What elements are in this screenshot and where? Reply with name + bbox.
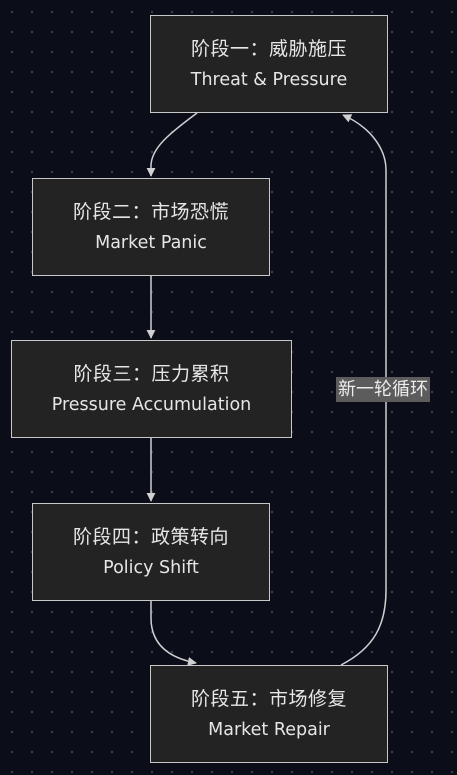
stage-5-title-en: Market Repair — [208, 719, 330, 740]
stage-4-title-en: Policy Shift — [103, 557, 199, 578]
stage-3-title-en: Pressure Accumulation — [51, 394, 252, 415]
stage-1-title-zh: 阶段一：威胁施压 — [190, 37, 347, 60]
stage-3-node: 阶段三：压力累积 Pressure Accumulation — [11, 340, 292, 438]
stage-4-title-zh: 阶段四：政策转向 — [72, 525, 229, 548]
stage-1-node: 阶段一：威胁施压 Threat & Pressure — [150, 15, 388, 113]
stage-4-node: 阶段四：政策转向 Policy Shift — [32, 503, 270, 601]
stage-5-title-zh: 阶段五：市场修复 — [190, 687, 347, 710]
stage-5-node: 阶段五：市场修复 Market Repair — [150, 665, 388, 763]
edge-stage4-to-stage5 — [150, 601, 197, 666]
stage-2-title-zh: 阶段二：市场恐慌 — [72, 200, 229, 223]
stage-2-title-en: Market Panic — [95, 232, 207, 253]
loop-edge-label: 新一轮循环 — [336, 377, 430, 402]
edge-stage5-loop-to-stage1 — [340, 114, 387, 666]
stage-2-node: 阶段二：市场恐慌 Market Panic — [32, 178, 270, 276]
edge-stage1-to-stage2 — [146, 112, 198, 177]
stage-3-title-zh: 阶段三：压力累积 — [73, 362, 230, 385]
stage-1-title-en: Threat & Pressure — [190, 69, 348, 90]
